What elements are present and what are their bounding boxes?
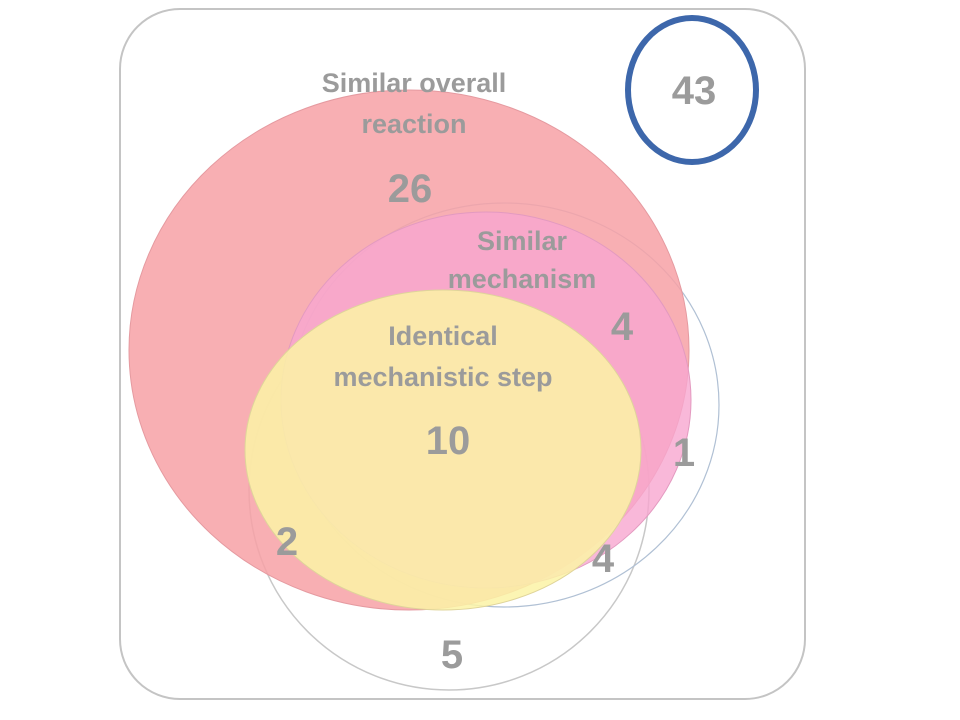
mechanistic-step-set bbox=[244, 289, 642, 611]
mechanism-label-line1: Similar bbox=[477, 226, 568, 256]
mechanism-count: 4 bbox=[611, 305, 634, 349]
mechanistic-step-label-line2: mechanistic step bbox=[333, 362, 552, 392]
overall-reaction-label-line1: Similar overall bbox=[322, 68, 507, 98]
total-count-ring bbox=[625, 15, 759, 165]
region-count-step-reaction: 2 bbox=[276, 520, 298, 564]
overall-reaction-count: 26 bbox=[388, 167, 433, 211]
mechanistic-step-count: 10 bbox=[426, 419, 471, 463]
region-count-mechanism-outside: 1 bbox=[673, 431, 695, 475]
total-count: 43 bbox=[672, 69, 717, 113]
region-count-step-mechanism: 4 bbox=[592, 537, 615, 581]
mechanistic-step-label-line1: Identical bbox=[388, 321, 498, 351]
region-count-outer-only: 5 bbox=[441, 633, 463, 677]
mechanism-label-line2: mechanism bbox=[448, 264, 597, 294]
overall-reaction-label-line2: reaction bbox=[361, 109, 466, 139]
